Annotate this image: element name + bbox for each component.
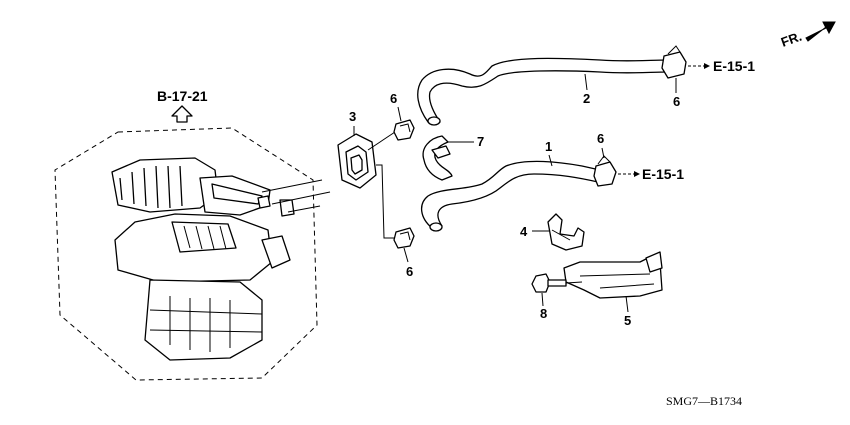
callout-6-bottom: 6 <box>406 264 413 279</box>
callout-6-top-right: 6 <box>673 94 680 109</box>
diagram-code: SMG7—B1734 <box>666 394 742 408</box>
ref-e-15-1-upper: E-15-1 <box>713 58 755 74</box>
water-hose-part-2 <box>417 57 669 123</box>
hose-clamp-mid-right <box>593 155 617 187</box>
fr-arrow-icon <box>805 21 836 42</box>
hose-holder-part-7 <box>422 135 453 181</box>
callout-6-top-left: 6 <box>390 91 397 106</box>
front-direction-indicator: FR. <box>779 21 836 50</box>
callout-2: 2 <box>583 91 590 106</box>
callout-5: 5 <box>624 313 631 328</box>
callout-3: 3 <box>349 109 356 124</box>
callout-7: 7 <box>477 134 484 149</box>
leader-grommet-lower <box>376 164 398 239</box>
heater-unit <box>111 157 331 361</box>
hose-clamp-top-left <box>393 119 415 141</box>
up-arrow-icon <box>171 105 193 123</box>
fr-label: FR. <box>779 29 804 50</box>
hvac-unit-outline <box>54 127 318 381</box>
bracket-part-5 <box>563 251 663 299</box>
ref-e-15-1-lower: E-15-1 <box>642 166 684 182</box>
hose-clamp-top-right <box>661 45 687 79</box>
ref-b-17-21: B-17-21 <box>157 88 208 104</box>
callout-6-mid-right: 6 <box>597 131 604 146</box>
callout-8: 8 <box>540 306 547 321</box>
flange-bolt-part-8 <box>531 273 567 293</box>
callout-1: 1 <box>545 139 552 154</box>
callout-4: 4 <box>520 224 528 239</box>
hose-clamp-bottom <box>393 227 415 249</box>
leader-grommet-upper <box>367 129 399 151</box>
hose-clip-part-4 <box>547 213 585 251</box>
grommet-part-3 <box>337 133 377 189</box>
